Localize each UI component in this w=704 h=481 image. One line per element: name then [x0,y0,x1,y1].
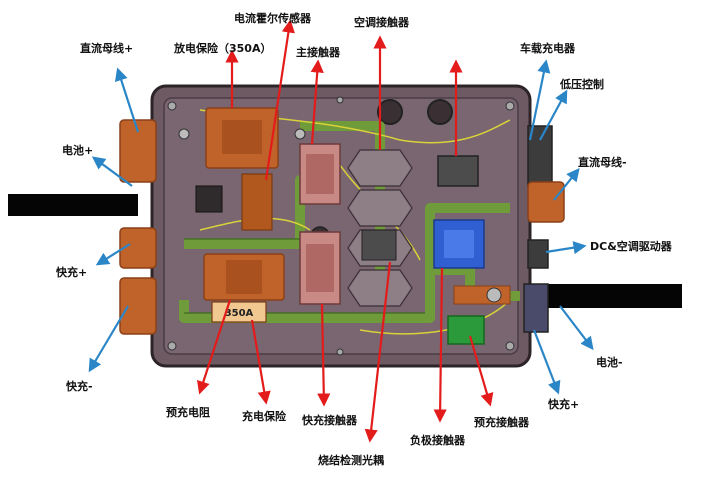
label-charge-fuse: 充电保险 [242,410,286,423]
label-fast-charge-neg: 快充- [66,380,93,393]
label-precharge-contactor: 预充接触器 [474,416,529,429]
dc-bus-neg-bar [453,285,511,305]
negative-contactor-core [444,230,474,258]
label-dc-ac-driver: DC&空调驱动器 [590,240,672,253]
label-dc-bus-pos: 直流母线+ [80,42,134,55]
label-onboard-charger: 车载充电器 [520,42,575,55]
hall-sensor-mount [195,185,223,213]
label-dc-bus-neg: 直流母线- [578,156,627,169]
label-fast-charge-pos-left: 快充+ [56,266,88,279]
label-precharge-resistor: 预充电阻 [166,406,210,419]
battery-neg-cable [540,284,682,308]
battery-pos-cable [8,194,138,216]
right-connectors [523,125,565,333]
precharge-contactor [447,315,485,345]
label-discharge-fuse: 放电保险（350A） [174,42,272,55]
battery-neg-terminal [486,287,502,303]
label-hall-sensor: 电流霍尔传感器 [234,12,311,25]
label-main-contactor: 主接触器 [296,46,340,59]
precharge-resistor [203,253,285,301]
label-low-voltage-ctrl: 低压控制 [560,78,604,91]
ac-contactor [437,155,479,187]
blue-arrows [88,59,594,395]
discharge-fuse [178,107,306,169]
label-ac-contactor: 空调接触器 [354,16,409,29]
label-sinter-detect: 烧结检测光耦 [318,454,384,467]
label-fast-charge-pos-right: 快充+ [548,398,580,411]
label-battery-pos: 电池+ [62,144,94,157]
charge-fuse: 350A [211,301,267,323]
label-battery-neg: 电池- [596,356,623,369]
charge-fuse-rating: 350A [225,308,254,319]
hall-sensor [241,173,273,231]
fast-charge-contactor-core [306,244,334,292]
label-fast-charge-contactor: 快充接触器 [302,414,357,427]
sinter-detect-module [361,229,397,261]
main-contactor-core [306,154,334,194]
left-copper-connectors [119,119,157,335]
red-arrows [196,19,494,443]
label-neg-contactor: 负极接触器 [410,434,465,447]
